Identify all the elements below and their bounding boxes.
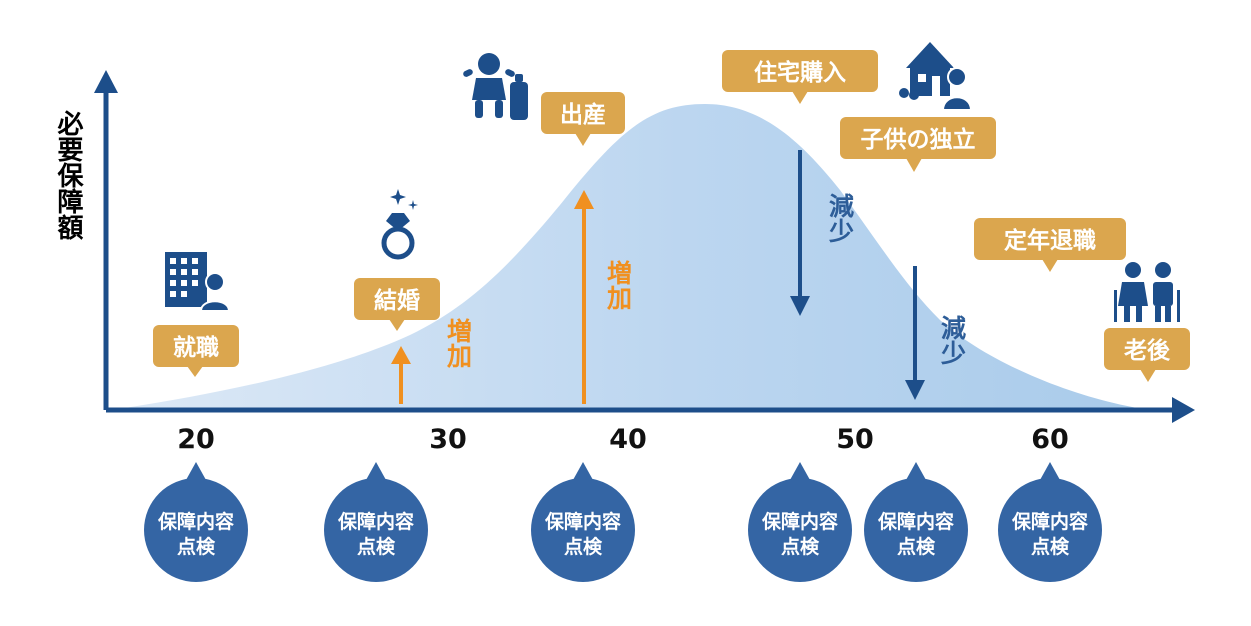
svg-text:子供の独立: 子供の独立	[861, 126, 976, 153]
svg-text:定年退職: 定年退職	[1004, 227, 1096, 254]
svg-text:住宅購入: 住宅購入	[754, 59, 846, 86]
svg-text:保障内容: 保障内容	[761, 510, 838, 533]
increase-label-2: 増加	[604, 259, 634, 311]
review-bubble-5: 保障内容 点検	[864, 462, 968, 582]
event-tag-home-purchase: 住宅購入	[722, 50, 878, 104]
svg-text:点検: 点検	[1031, 535, 1070, 558]
review-bubble-2: 保障内容 点検	[324, 462, 428, 582]
svg-text:保障内容: 保障内容	[544, 510, 621, 533]
decrease-label-2: 減少	[938, 315, 968, 365]
svg-text:保障内容: 保障内容	[1011, 510, 1088, 533]
event-tag-retirement: 定年退職	[974, 218, 1126, 272]
house-person-icon	[899, 42, 973, 111]
svg-text:点検: 点検	[357, 535, 396, 558]
y-axis	[94, 70, 118, 410]
decrease-arrow-2	[905, 266, 925, 400]
review-bubble-1: 保障内容 点検	[144, 462, 248, 582]
coverage-curve	[112, 104, 1150, 410]
increase-arrow-1	[391, 346, 411, 404]
x-axis	[106, 397, 1195, 423]
decrease-arrow-1	[790, 150, 810, 316]
x-tick-50: 50	[836, 424, 874, 455]
review-bubble-6: 保障内容 点検	[998, 462, 1102, 582]
event-tag-child-independence: 子供の独立	[840, 117, 996, 172]
increase-arrow-2	[574, 190, 594, 404]
event-tag-marriage: 結婚	[354, 278, 440, 331]
svg-text:結婚: 結婚	[374, 287, 420, 314]
svg-text:点検: 点検	[564, 535, 603, 558]
svg-text:点検: 点検	[897, 535, 936, 558]
decrease-label-1: 減少	[826, 193, 856, 243]
svg-text:保障内容: 保障内容	[337, 510, 414, 533]
svg-text:老後: 老後	[1123, 337, 1171, 364]
event-tag-employment: 就職	[153, 325, 239, 377]
increase-label-1: 増加	[444, 317, 474, 369]
x-tick-40: 40	[609, 424, 647, 455]
y-axis-label: 必要保障額	[53, 110, 84, 241]
elderly-couple-icon	[1114, 262, 1180, 322]
event-tag-childbirth: 出産	[541, 92, 625, 146]
review-bubble-4: 保障内容 点検	[748, 462, 852, 582]
x-tick-30: 30	[429, 424, 467, 455]
svg-text:点検: 点検	[781, 535, 820, 558]
x-tick-20: 20	[177, 424, 215, 455]
baby-bottle-icon	[463, 53, 528, 120]
svg-text:保障内容: 保障内容	[157, 510, 234, 533]
diamond-ring-icon	[381, 189, 418, 260]
review-bubble-3: 保障内容 点検	[531, 462, 635, 582]
svg-text:点検: 点検	[177, 535, 216, 558]
svg-text:保障内容: 保障内容	[877, 510, 954, 533]
event-tag-old-age: 老後	[1104, 328, 1190, 382]
x-tick-60: 60	[1031, 424, 1069, 455]
svg-text:就職: 就職	[173, 334, 219, 361]
svg-text:出産: 出産	[560, 101, 606, 128]
office-building-worker-icon	[165, 252, 231, 312]
